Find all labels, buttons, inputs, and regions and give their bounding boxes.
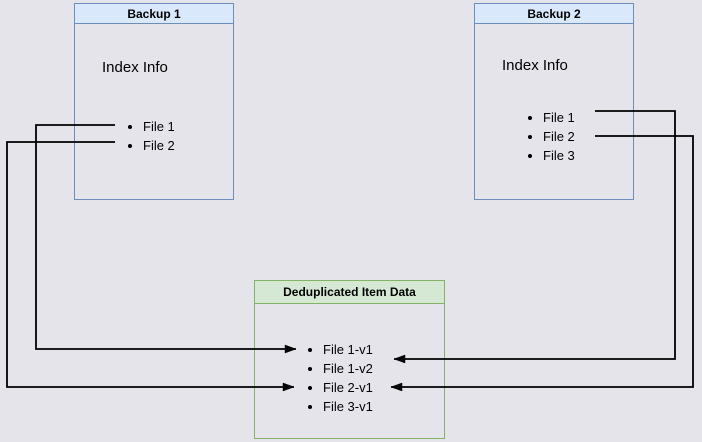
- backup1-header: Backup 1: [75, 4, 233, 24]
- dedup-header: Deduplicated Item Data: [255, 281, 444, 304]
- backup2-header: Backup 2: [475, 4, 633, 24]
- list-item: File 1: [543, 108, 575, 127]
- backup1-title: Backup 1: [127, 6, 181, 21]
- list-item: File 1-v1: [323, 340, 373, 359]
- backup2-title: Backup 2: [527, 6, 581, 21]
- dedup-box: Deduplicated Item Data File 1-v1 File 1-…: [254, 280, 445, 439]
- list-item: File 3: [543, 146, 575, 165]
- list-item: File 1: [143, 117, 175, 136]
- list-item: File 2: [543, 127, 575, 146]
- backup1-box: Backup 1 Index Info File 1 File 2: [74, 3, 234, 200]
- dedup-item-list: File 1-v1 File 1-v2 File 2-v1 File 3-v1: [255, 340, 373, 416]
- list-item: File 2: [143, 136, 175, 155]
- list-item: File 2-v1: [323, 378, 373, 397]
- backup2-index-info-label: Index Info: [502, 57, 568, 74]
- list-item: File 3-v1: [323, 397, 373, 416]
- backup2-file-list: File 1 File 2 File 3: [475, 108, 575, 165]
- dedup-title: Deduplicated Item Data: [283, 285, 416, 299]
- backup1-index-info-label: Index Info: [102, 59, 168, 76]
- list-item: File 1-v2: [323, 359, 373, 378]
- backup2-box: Backup 2 Index Info File 1 File 2 File 3: [474, 3, 634, 200]
- backup1-file-list: File 1 File 2: [75, 117, 175, 155]
